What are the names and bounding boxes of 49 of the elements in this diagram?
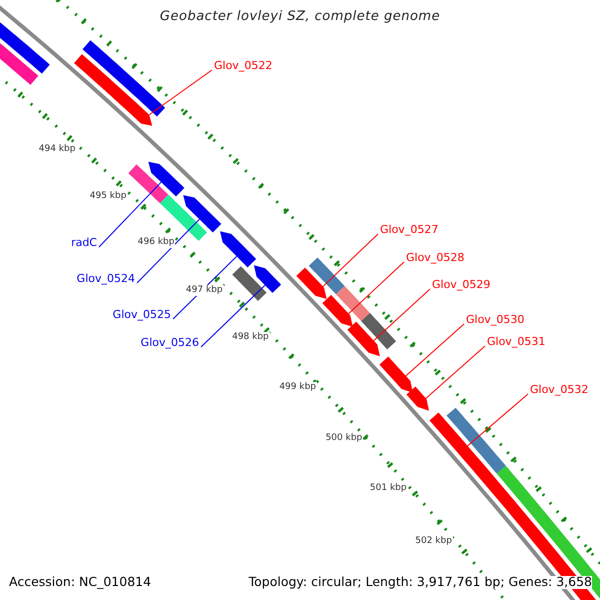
scale-label: 499 kbp [278,382,317,394]
gene-label: Glov_0528 [406,252,464,263]
gene-block [220,231,256,268]
leader-line [348,262,404,314]
leader-line [322,234,378,287]
scale-label: 494 kbp [38,144,76,156]
leader-line [373,288,430,342]
gene-label: Glov_0526 [140,337,199,348]
gene-bar [446,408,506,474]
gene-block [379,356,413,393]
scale-label: 501 kbp [368,483,408,494]
leader-line [148,70,212,116]
gene-bar [361,312,396,350]
gene-block [148,162,184,196]
title: Geobacter lovleyi SZ, complete genome [158,10,442,23]
gene-bar [82,40,166,116]
gene-bar [336,286,370,322]
gene-block [322,294,353,327]
gene-label: Glov_0530 [466,314,524,325]
scale-label: 500 kbp [324,433,364,444]
gene-label: Glov_0525 [112,309,171,320]
scale-label: 497 kbp [184,284,224,296]
scale-label: 498 kbp [231,332,270,344]
scale-label: 496 kbp [136,237,176,248]
gene-bar [232,266,267,301]
accession-note: Accession: NC_010814 [9,576,152,588]
gene-bar [308,258,345,294]
gene-label: Glov_0522 [214,60,272,71]
gene-label: Glov_0531 [487,336,546,347]
gene-label: Glov_0532 [530,384,588,395]
leader-line [136,218,200,284]
gene-block [254,265,282,293]
gene-block [406,386,429,411]
genome-summary: Topology: circular; Length: 3,917,761 bp; Genes: 3,658 [248,576,592,588]
gene-block [183,195,222,232]
leader-line [467,394,528,446]
gene-label: radC [71,237,97,248]
gene-bar [128,164,168,204]
gene-label: Glov_0524 [76,273,135,284]
gene-label: Glov_0527 [380,224,438,235]
gene-block [347,322,380,356]
leader-line [425,346,486,399]
gene-block [74,54,152,126]
leader-line [98,182,162,248]
gene-label: Glov_0529 [432,279,490,290]
scale-label: 495 kbp [88,191,128,202]
scale-label: 502 kbp [414,536,453,547]
gene-block [296,268,327,299]
leader-line [405,324,464,376]
